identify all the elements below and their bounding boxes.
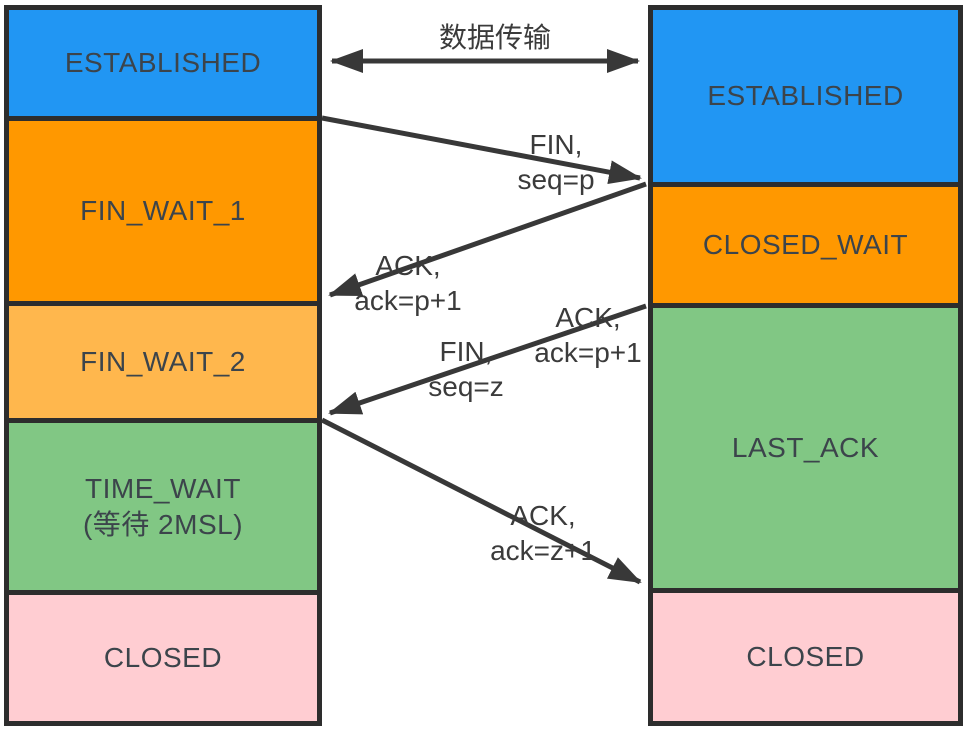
label-ack-p-plus-1-left: ACK, ack=p+1	[354, 250, 462, 316]
label-data-transfer: 数据传输	[438, 22, 551, 53]
left-state-closed: CLOSED	[9, 595, 317, 721]
right-state-column: ESTABLISHED CLOSED_WAIT LAST_ACK CLOSED	[648, 5, 963, 726]
label-fin-seq-p: FIN, seq=p	[517, 129, 595, 195]
right-state-closed: CLOSED	[653, 593, 958, 721]
arrow-fin-seq-p	[321, 115, 642, 185]
right-state-closed-wait: CLOSED_WAIT	[653, 187, 958, 303]
right-state-last-ack: LAST_ACK	[653, 308, 958, 588]
left-state-column: ESTABLISHED FIN_WAIT_1 FIN_WAIT_2 TIME_W…	[4, 5, 322, 726]
label-ack-z-plus-1: ACK, ack=z+1	[490, 500, 596, 566]
left-state-fin-wait-1: FIN_WAIT_1	[9, 121, 317, 301]
left-state-established: ESTABLISHED	[9, 10, 317, 116]
arrow-ack-z-plus-1	[320, 417, 642, 585]
arrow-ack-p-plus-1	[328, 181, 647, 298]
left-state-fin-wait-2: FIN_WAIT_2	[9, 306, 317, 418]
right-state-established: ESTABLISHED	[653, 10, 958, 182]
arrow-fin-seq-z	[328, 303, 647, 416]
label-fin-seq-z: FIN, seq=z	[428, 336, 504, 402]
left-state-time-wait: TIME_WAIT (等待 2MSL)	[9, 423, 317, 590]
